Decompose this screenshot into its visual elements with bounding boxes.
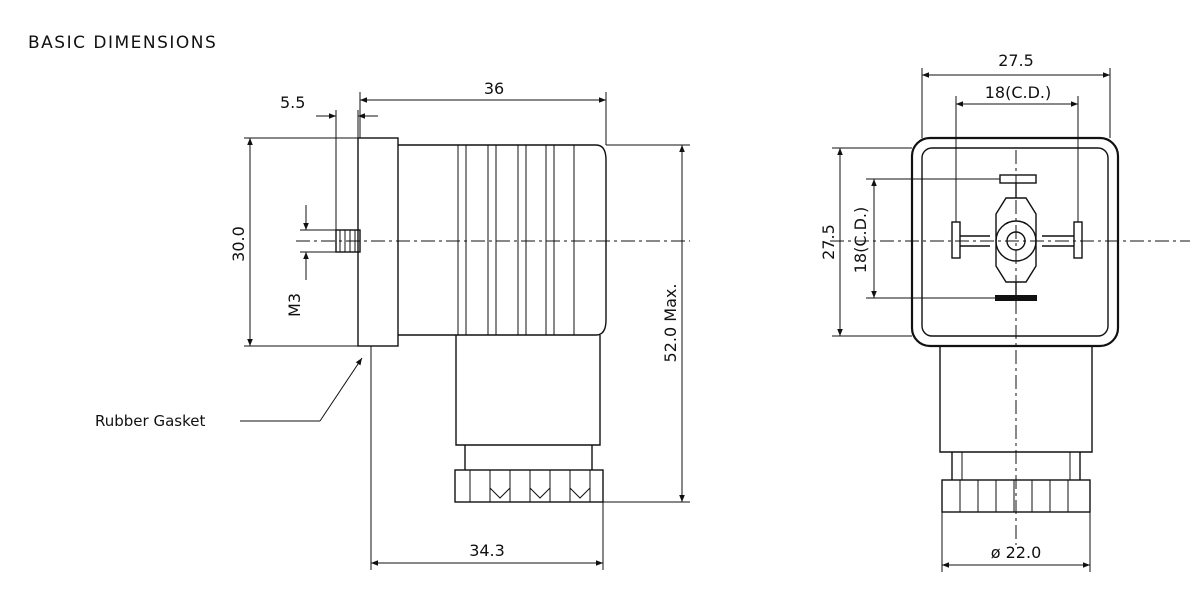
housing-outline xyxy=(910,136,1120,348)
dim-height-30: 30.0 xyxy=(229,226,248,262)
side-view: 36 5.5 30.0 M3 52.0 Max. 34.3 Rubber Gas… xyxy=(95,79,690,570)
dim-diameter-22: ø 22.0 xyxy=(991,543,1042,562)
m3-screw xyxy=(335,229,361,253)
rubber-gasket-label: Rubber Gasket xyxy=(95,412,205,430)
body-ribs xyxy=(457,145,575,335)
rubber-gasket xyxy=(357,137,399,347)
front-gland-nut xyxy=(941,479,1091,513)
dim-outer-height-27-5: 27.5 xyxy=(819,224,838,260)
dim-outer-width-27-5: 27.5 xyxy=(998,51,1034,70)
nut-knurl xyxy=(469,470,591,502)
connector-body xyxy=(398,144,607,336)
drawing-title: BASIC DIMENSIONS xyxy=(28,33,218,53)
dim-center-distance-v: 18(C.D.) xyxy=(851,207,870,274)
dim-offset-5-5: 5.5 xyxy=(280,93,305,112)
center-screw xyxy=(995,220,1037,262)
front-neck xyxy=(939,346,1093,453)
dim-thread-m3: M3 xyxy=(285,293,304,317)
front-view: 27.5 18(C.D.) 27.5 18(C.D.) ø 22.0 xyxy=(819,51,1190,572)
cable-neck xyxy=(455,335,601,446)
center-boss xyxy=(995,197,1037,283)
dim-base-width-34-3: 34.3 xyxy=(469,541,505,560)
dim-max-height-52: 52.0 Max. xyxy=(661,284,680,363)
dim-width-36: 36 xyxy=(484,79,504,98)
dim-center-distance-h: 18(C.D.) xyxy=(985,83,1052,102)
housing-inner xyxy=(921,147,1109,337)
cable-gland-nut xyxy=(454,469,604,503)
